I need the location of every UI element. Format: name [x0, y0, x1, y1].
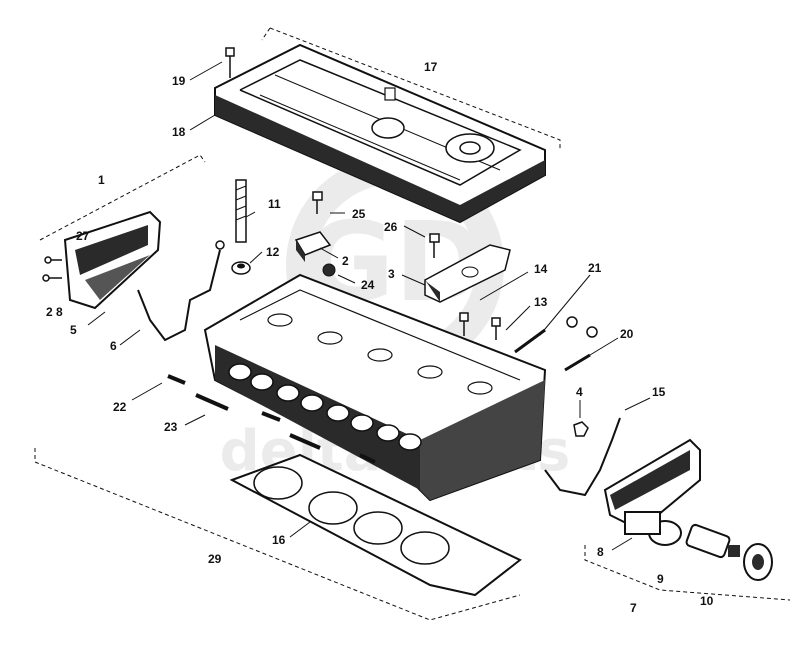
studs-22-23 [167, 374, 376, 464]
head-gasket-16 [229, 453, 522, 597]
bracket-17-left [261, 27, 271, 41]
group-brackets [34, 27, 791, 621]
bearing-cap-2 [294, 231, 332, 262]
bearing-cap-3 [424, 244, 511, 303]
callout-5: 5 [70, 323, 77, 337]
cap-10 [743, 543, 773, 581]
callout-10: 10 [700, 594, 714, 608]
callout-labels: 1 2 2 8 3 4 5 6 7 8 9 10 11 12 13 14 15 … [46, 60, 714, 615]
callout-20: 20 [620, 327, 634, 341]
callout-11: 11 [268, 197, 281, 211]
ports [228, 363, 422, 451]
callout-22: 22 [113, 400, 127, 414]
nut-24 [322, 263, 336, 277]
bolts-13 [459, 312, 501, 340]
stud-11 [235, 179, 247, 243]
callout-3: 3 [388, 267, 395, 281]
callout-13: 13 [534, 295, 548, 309]
valve-cover [214, 43, 546, 224]
callout-12: 12 [266, 245, 280, 259]
callout-28: 2 8 [46, 305, 63, 319]
valve-pockets [267, 313, 493, 395]
gasket-6 [137, 249, 221, 342]
callout-21: 21 [588, 261, 602, 275]
bolt-19 [225, 47, 235, 78]
nut-4 [573, 421, 589, 437]
callout-18: 18 [172, 125, 186, 139]
callout-25: 25 [352, 207, 366, 221]
pin-20 [564, 353, 591, 372]
callout-14: 14 [534, 262, 548, 276]
bolt-26 [429, 233, 440, 258]
cylinder-head-14 [203, 273, 547, 502]
callout-17: 17 [424, 60, 438, 74]
callout-29: 29 [208, 552, 222, 566]
bracket-17 [269, 27, 561, 150]
leader-lines [87, 61, 651, 551]
callout-6: 6 [110, 339, 117, 353]
bracket-29 [34, 448, 521, 621]
bolts-28 [42, 256, 62, 282]
oil-filler-cap [371, 117, 405, 139]
callout-8: 8 [597, 545, 604, 559]
seal-15 [544, 417, 621, 497]
nut-12 [231, 261, 251, 275]
pin-21 [514, 328, 546, 354]
small-nuts [566, 316, 598, 338]
callout-27: 27 [76, 229, 90, 243]
callout-9: 9 [657, 572, 664, 586]
callout-4: 4 [576, 385, 583, 399]
housing-8 [603, 438, 701, 546]
callout-23: 23 [164, 420, 178, 434]
callout-15: 15 [652, 385, 666, 399]
callout-16: 16 [272, 533, 286, 547]
side-cover-27 [63, 210, 162, 310]
callout-2: 2 [342, 254, 349, 268]
callout-1: 1 [98, 173, 105, 187]
bolt-25 [312, 191, 323, 214]
callout-19: 19 [172, 74, 186, 88]
callout-7: 7 [630, 601, 637, 615]
callout-24: 24 [361, 278, 375, 292]
callout-26: 26 [384, 220, 398, 234]
bracket-7 [584, 545, 791, 601]
sensor-9 [685, 523, 740, 559]
